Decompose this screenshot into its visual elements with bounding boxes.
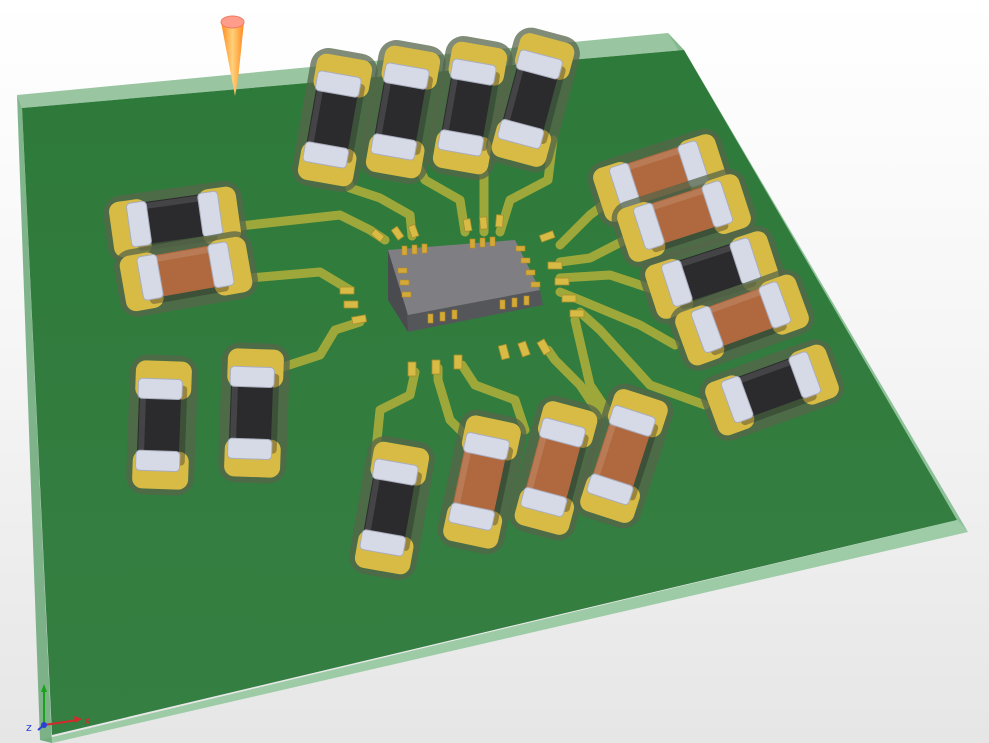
resistor[interactable]	[218, 342, 291, 484]
trace	[370, 367, 420, 465]
xyz-axis-triad-icon: z x	[26, 684, 91, 734]
trace	[275, 317, 365, 373]
board-left-edge	[17, 95, 52, 743]
components	[101, 24, 850, 583]
trace	[543, 345, 605, 420]
resistor[interactable]	[101, 179, 249, 266]
ic-top	[388, 240, 540, 315]
capacitor[interactable]	[505, 392, 607, 545]
resistor[interactable]	[635, 221, 789, 329]
ic-side-left	[388, 250, 408, 332]
trace	[555, 235, 630, 267]
capacitor[interactable]	[434, 406, 530, 557]
trace	[555, 270, 660, 295]
resistor[interactable]	[346, 433, 437, 583]
trace	[575, 307, 710, 410]
trace	[570, 315, 615, 420]
resistor[interactable]	[126, 354, 199, 496]
cone-marker-icon[interactable]	[220, 15, 245, 96]
capacitor[interactable]	[570, 379, 678, 533]
ic-chip[interactable]	[388, 236, 543, 332]
fanout-pads	[339, 214, 585, 377]
axis-label-x: x	[84, 714, 91, 727]
trace	[245, 267, 355, 295]
capacitor[interactable]	[665, 264, 820, 376]
board-front-edge	[40, 520, 968, 743]
trace	[457, 360, 530, 435]
resistor[interactable]	[289, 45, 380, 195]
resistor[interactable]	[357, 37, 448, 187]
resistor[interactable]	[482, 24, 584, 177]
capacitor[interactable]	[111, 228, 261, 319]
axis-label-z: z	[26, 721, 32, 734]
resistor[interactable]	[695, 334, 850, 446]
capacitor[interactable]	[607, 164, 761, 272]
ic-pins	[397, 236, 541, 324]
resistor[interactable]	[424, 33, 515, 183]
